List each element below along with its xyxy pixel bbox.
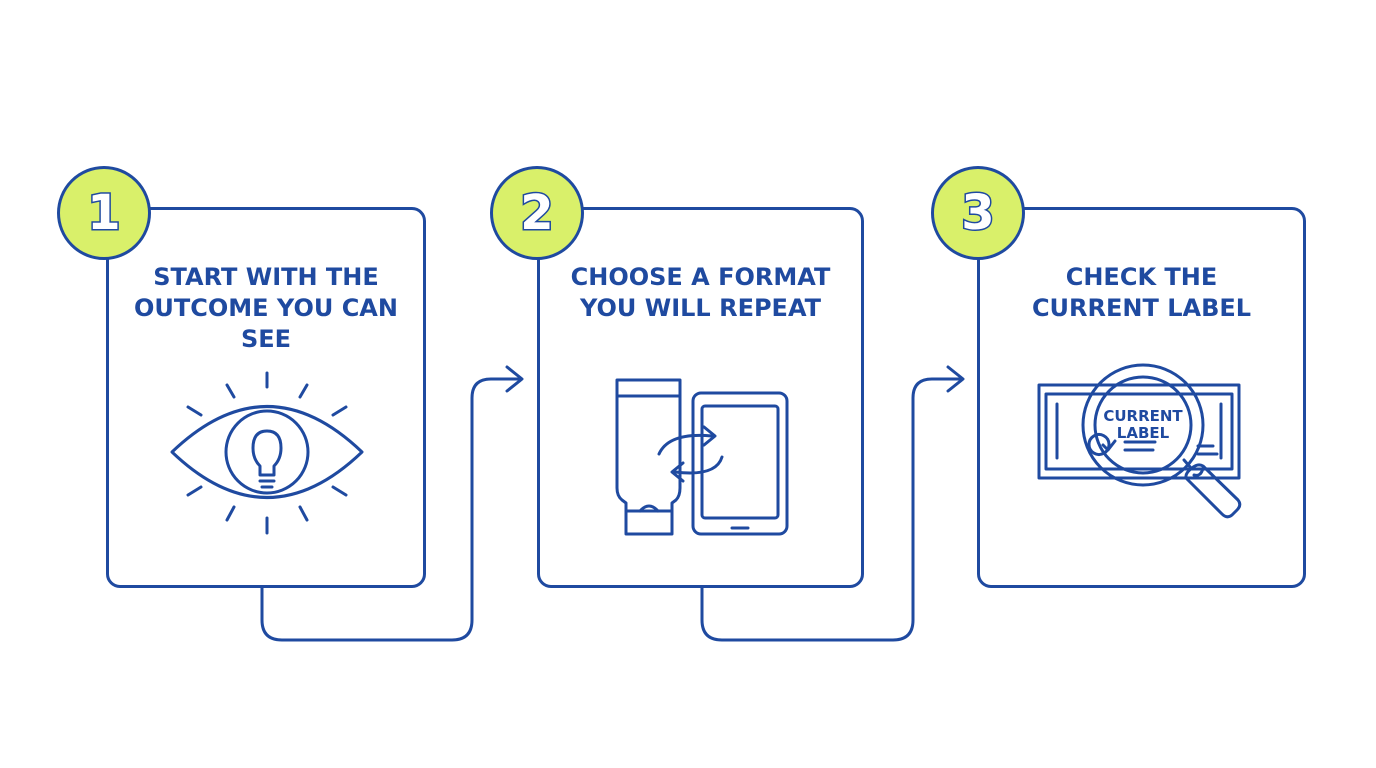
connector-step-1-to-2 xyxy=(260,377,522,642)
step-2-badge: 2 xyxy=(490,166,584,260)
step-2-card: CHOOSE A FORMAT YOU WILL REPEAT xyxy=(537,207,864,588)
step-1-number: 1 xyxy=(86,185,122,241)
eye-lightbulb-icon xyxy=(170,371,364,535)
step-2-title: CHOOSE A FORMAT YOU WILL REPEAT xyxy=(570,263,831,322)
step-2-number: 2 xyxy=(519,185,555,241)
step-3-badge: 3 xyxy=(931,166,1025,260)
connector-step-2-to-3 xyxy=(700,377,963,642)
tube-tablet-swap-icon xyxy=(615,378,789,536)
current-label-line-1: CURRENT xyxy=(1103,407,1183,425)
step-1-badge: 1 xyxy=(57,166,151,260)
step-3-card: CHECK THE CURRENT LABEL CURRENT LABEL xyxy=(977,207,1306,588)
step-1-title: START WITH THE OUTCOME YOU CAN SEE xyxy=(134,263,398,353)
current-label-line-2: LABEL xyxy=(1117,424,1170,442)
arrowhead-step-1-to-2 xyxy=(505,365,524,393)
step-3-title: CHECK THE CURRENT LABEL xyxy=(1031,263,1252,322)
step-1-card: START WITH THE OUTCOME YOU CAN SEE xyxy=(106,207,426,588)
arrowhead-step-2-to-3 xyxy=(946,365,965,393)
magnifier-label-icon: CURRENT LABEL xyxy=(1037,363,1242,519)
step-3-number: 3 xyxy=(960,185,996,241)
